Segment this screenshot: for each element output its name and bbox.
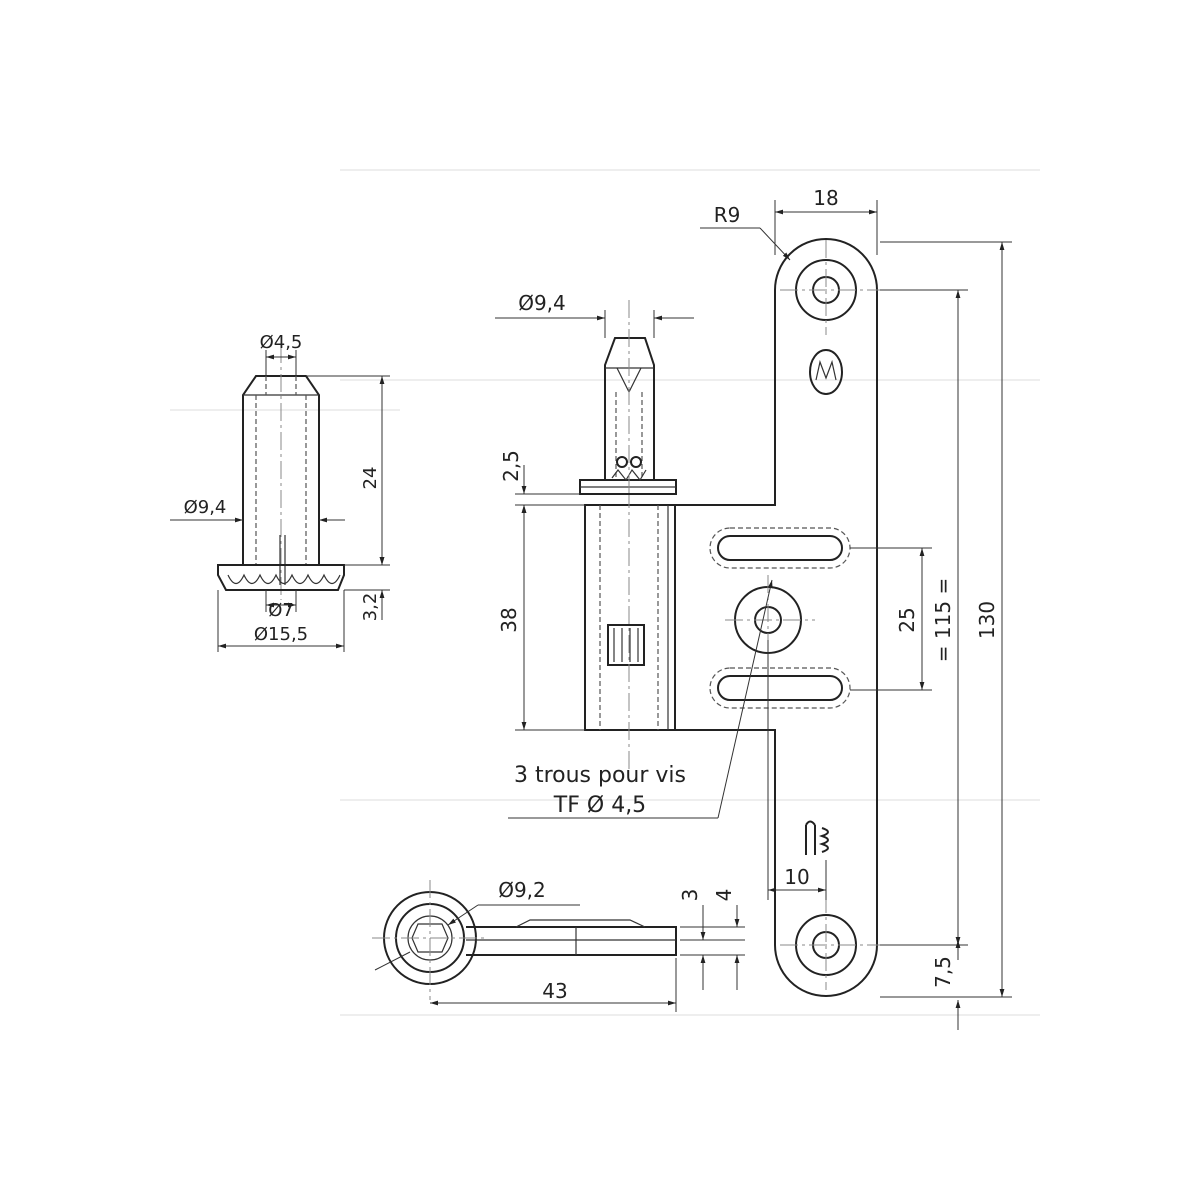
holes-note-line2: TF Ø 4,5	[553, 793, 646, 818]
dim-115	[880, 289, 968, 946]
dim-130-label: 130	[975, 601, 999, 639]
dim-32-label: 3,2	[360, 593, 381, 622]
bottom-side-view	[372, 880, 677, 1000]
dim-r9-label: R9	[714, 203, 741, 227]
dim-pin-diameter-label: Ø9,4	[518, 291, 566, 315]
dim-pin-diameter	[495, 310, 694, 338]
dim-43-label: 43	[542, 979, 567, 1003]
dim-130	[880, 241, 1012, 998]
dim-10-label: 10	[784, 865, 809, 889]
dim-24-label: 24	[360, 467, 381, 490]
dim-18	[774, 200, 878, 255]
dim-3-4	[680, 905, 745, 990]
holes-leader	[508, 579, 773, 819]
dim-7-label: Ø7	[268, 600, 294, 621]
dim-155	[217, 590, 345, 652]
dim-94-side-label: Ø9,4	[184, 497, 227, 518]
dim-43	[430, 958, 677, 1012]
holes-note-line1: 3 trous pour vis	[514, 763, 686, 788]
dim-115-label: = 115 =	[931, 578, 955, 662]
hinge-pin	[604, 300, 655, 490]
hinge-barrel	[584, 490, 676, 770]
dim-92	[374, 904, 580, 971]
dim-7	[265, 590, 297, 612]
washer	[579, 479, 677, 495]
dim-32	[344, 545, 390, 620]
dim-18-label: 18	[813, 186, 838, 210]
dim-92-label: Ø9,2	[498, 878, 546, 902]
dim-4-label: 4	[712, 889, 736, 902]
dim-25	[850, 547, 932, 691]
dim-45	[265, 350, 297, 376]
pin-detail-view	[217, 345, 345, 600]
dim-45-label: Ø4,5	[260, 332, 303, 353]
dim-washer-thickness-label: 2,5	[499, 450, 523, 482]
hinge-plate	[584, 238, 880, 997]
dim-38-label: 38	[497, 607, 521, 632]
dim-38	[515, 505, 585, 731]
dim-75-label: 7,5	[931, 956, 955, 988]
slot-holes	[709, 527, 851, 709]
construction-lines	[170, 169, 1040, 1016]
dim-washer-thickness	[515, 465, 585, 530]
dim-10	[767, 640, 827, 900]
dim-155-label: Ø15,5	[254, 624, 308, 645]
dim-3-label: 3	[678, 889, 702, 902]
dim-25-label: 25	[895, 607, 919, 632]
dim-r9	[700, 227, 791, 261]
